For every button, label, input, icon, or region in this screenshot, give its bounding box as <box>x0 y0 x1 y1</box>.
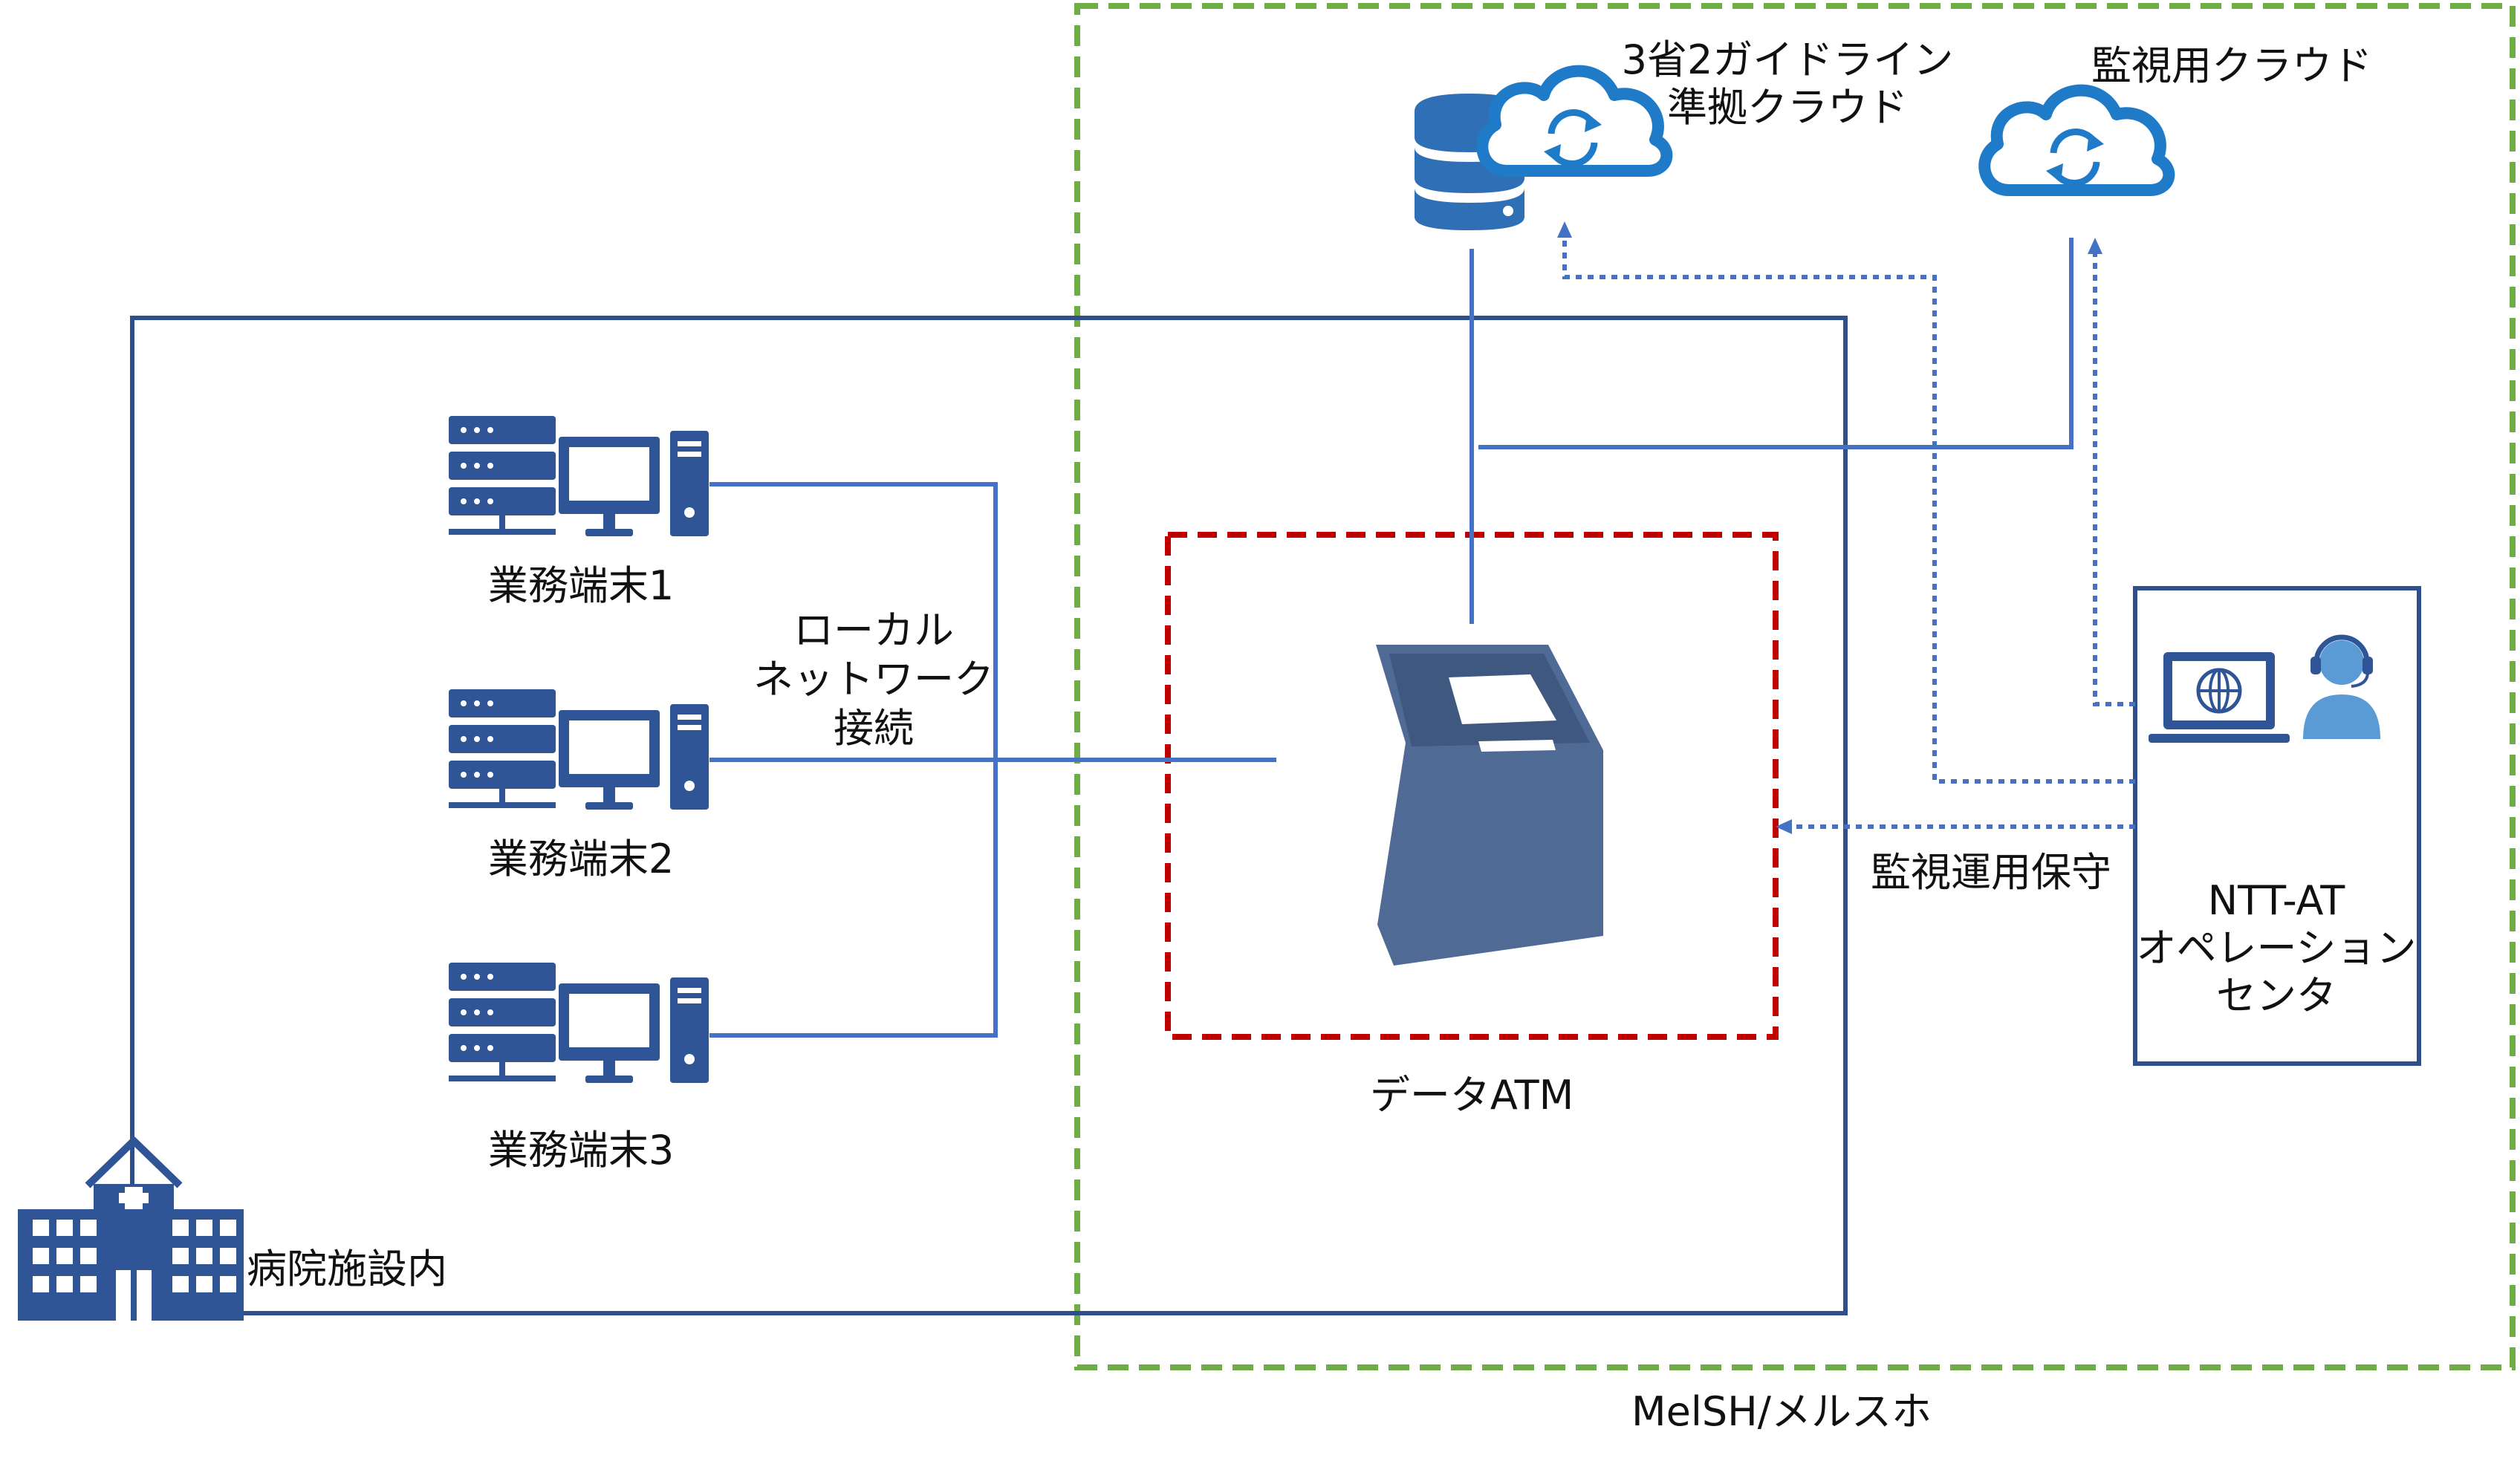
cloud-sync-icon <box>1984 91 2169 190</box>
arrowhead-monitoring-cloud <box>2088 238 2102 254</box>
monitoring-cloud-label: 監視用クラウド <box>2091 42 2372 89</box>
ops-center-label-line3: センタ <box>2216 972 2336 1019</box>
desktop-pc-icon <box>559 704 709 810</box>
terminal-1-icons <box>449 416 709 536</box>
arrowhead-data-atm <box>1776 819 1792 834</box>
terminal-3-label: 業務端末3 <box>487 1127 675 1174</box>
server-icon <box>449 689 556 808</box>
terminal-3-icons <box>449 963 709 1083</box>
hospital-label: 病院施設内 <box>247 1246 447 1292</box>
cloud-connection-lines <box>1470 238 2074 624</box>
cloud-sync-icon <box>1482 71 1666 171</box>
lan-connection-lines <box>709 482 1276 1038</box>
desktop-pc-icon <box>559 431 709 536</box>
arrowhead-compliant-cloud <box>1557 221 1572 238</box>
monitoring-dotted-lines <box>1562 236 2135 829</box>
service-name-label: MelSH/メルスホ <box>1631 1388 1932 1435</box>
ops-center-label-line2: オペレーション <box>2136 925 2417 972</box>
ops-center-label-line1: NTT-AT <box>2207 877 2345 924</box>
server-icon <box>449 963 556 1081</box>
lan-label-line2: ネットワーク <box>753 656 994 703</box>
terminal-1-label: 業務端末1 <box>487 562 675 609</box>
compliant-cloud-label-line1: 3省2ガイドライン <box>1621 36 1954 83</box>
hospital-icon <box>18 1136 244 1321</box>
desktop-pc-icon <box>559 977 709 1083</box>
lan-label-line1: ローカル <box>793 607 954 654</box>
atm-icon <box>1376 645 1603 966</box>
terminal-2-icons <box>449 689 709 810</box>
compliant-cloud-label-line2: 準拠クラウド <box>1667 84 1908 131</box>
terminal-2-label: 業務端末2 <box>487 836 675 882</box>
lan-label-line3: 接続 <box>834 705 914 752</box>
monitoring-ops-label: 監視運用保守 <box>1871 849 2111 896</box>
server-icon <box>449 416 556 535</box>
hospital-boundary-box <box>130 316 1848 1315</box>
operator-headset-icon <box>2303 634 2380 739</box>
laptop-globe-icon <box>2149 652 2290 743</box>
service-boundary-box <box>1074 3 2516 1370</box>
data-atm-label: データATM <box>1369 1072 1574 1119</box>
